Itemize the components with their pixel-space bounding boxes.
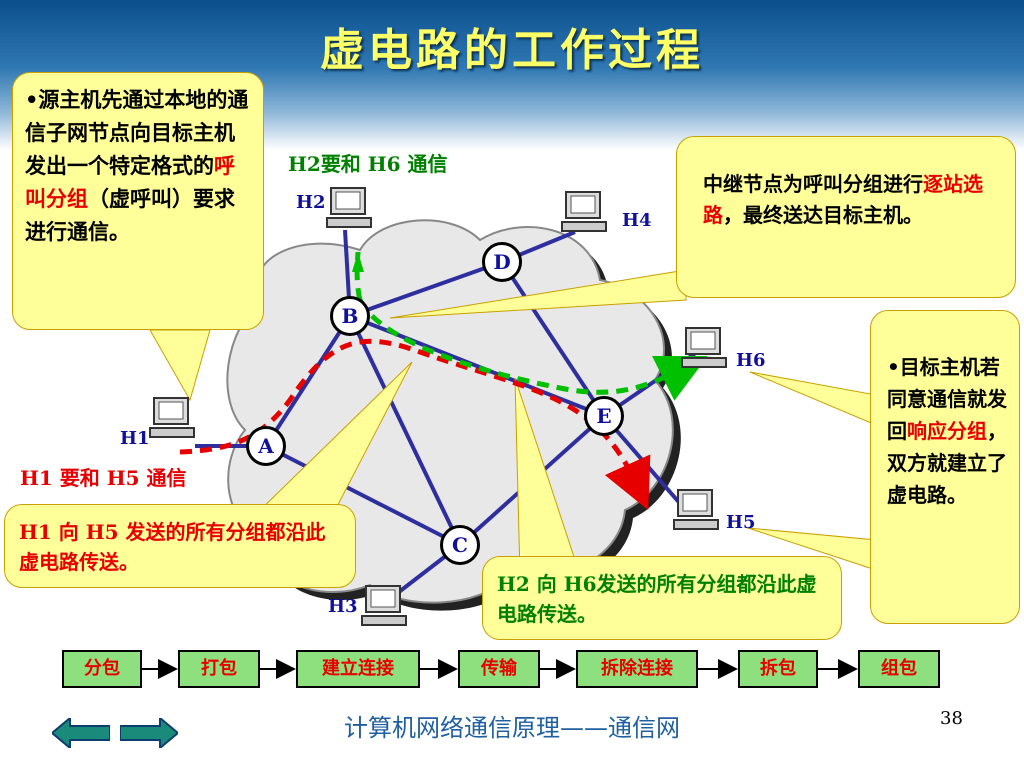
callout-destination: •目标主机若同意通信就发回响应分组，双方就建立了虚电路。 bbox=[870, 310, 1020, 624]
callout-source-highlight: 呼叫分组 bbox=[25, 153, 235, 211]
callout-source-text: •源主机先通过本地的通信子网节点向目标主机 发出一个特定格式的 bbox=[25, 87, 249, 178]
step-assemble: 组包 bbox=[858, 650, 940, 688]
computer-icon bbox=[681, 327, 727, 368]
computer-icon bbox=[673, 489, 719, 530]
label-h2-h6: H2要和 H6 通信 bbox=[288, 152, 448, 176]
node-e: E bbox=[584, 396, 624, 436]
callout-relay-text-end: ，最终送达目标主机。 bbox=[723, 203, 923, 227]
computer-icon bbox=[561, 191, 607, 232]
callout-h1-path: H1 向 H5 发送的所有分组都沿此虚电路传送。 bbox=[4, 504, 356, 588]
page-title: 虚电路的工作过程 bbox=[320, 25, 704, 76]
computer-icon bbox=[361, 585, 407, 626]
host-h2: H2 bbox=[296, 192, 326, 213]
host-h3: H3 bbox=[328, 596, 358, 617]
callout-h1-path-text: H1 向 H5 发送的所有分组都沿此虚电路传送。 bbox=[19, 520, 326, 574]
next-arrow-icon[interactable] bbox=[120, 718, 178, 748]
host-h6: H6 bbox=[736, 350, 766, 371]
step-establish: 建立连接 bbox=[296, 650, 420, 688]
callout-h2-path: H2 向 H6发送的所有分组都沿此虚电路传送。 bbox=[482, 556, 842, 640]
step-packetize: 分包 bbox=[62, 650, 142, 688]
prev-arrow-icon[interactable] bbox=[52, 718, 110, 748]
step-unpack: 拆包 bbox=[738, 650, 818, 688]
callout-pointer-1 bbox=[149, 329, 211, 402]
step-transmit: 传输 bbox=[458, 650, 540, 688]
callout-relay: 中继节点为呼叫分组进行逐站选路，最终送达目标主机。 bbox=[676, 136, 1016, 298]
step-pack: 打包 bbox=[178, 650, 260, 688]
callout-relay-highlight: 逐站选路 bbox=[703, 172, 983, 227]
page-number: 38 bbox=[940, 708, 963, 729]
host-h1: H1 bbox=[120, 428, 150, 449]
callout-destination-text-end: ，双方就建立了虚电路。 bbox=[887, 419, 1007, 507]
node-b: B bbox=[330, 296, 370, 336]
node-d: D bbox=[482, 242, 522, 282]
computer-icon bbox=[326, 187, 372, 228]
host-h5: H5 bbox=[726, 512, 756, 533]
node-a: A bbox=[246, 426, 286, 466]
callout-source-text-end: （虚呼叫）要求进行通信。 bbox=[25, 186, 235, 244]
callout-destination-highlight: 响应分组 bbox=[907, 419, 987, 443]
computer-icon bbox=[149, 397, 195, 438]
host-h4: H4 bbox=[622, 210, 652, 231]
footer-text: 计算机网络通信原理——通信网 bbox=[344, 714, 680, 742]
callout-source: •源主机先通过本地的通信子网节点向目标主机 发出一个特定格式的呼叫分组（虚呼叫）… bbox=[12, 72, 264, 330]
callout-h2-path-text: H2 向 H6发送的所有分组都沿此虚电路传送。 bbox=[497, 572, 817, 626]
callout-destination-text: •目标主机若同意通信就发回 bbox=[887, 355, 1007, 443]
callout-relay-text: 中继节点为呼叫分组进行 bbox=[703, 172, 923, 196]
step-teardown: 拆除连接 bbox=[576, 650, 698, 688]
node-c: C bbox=[440, 525, 480, 565]
label-h1-h5: H1 要和 H5 通信 bbox=[20, 466, 187, 490]
